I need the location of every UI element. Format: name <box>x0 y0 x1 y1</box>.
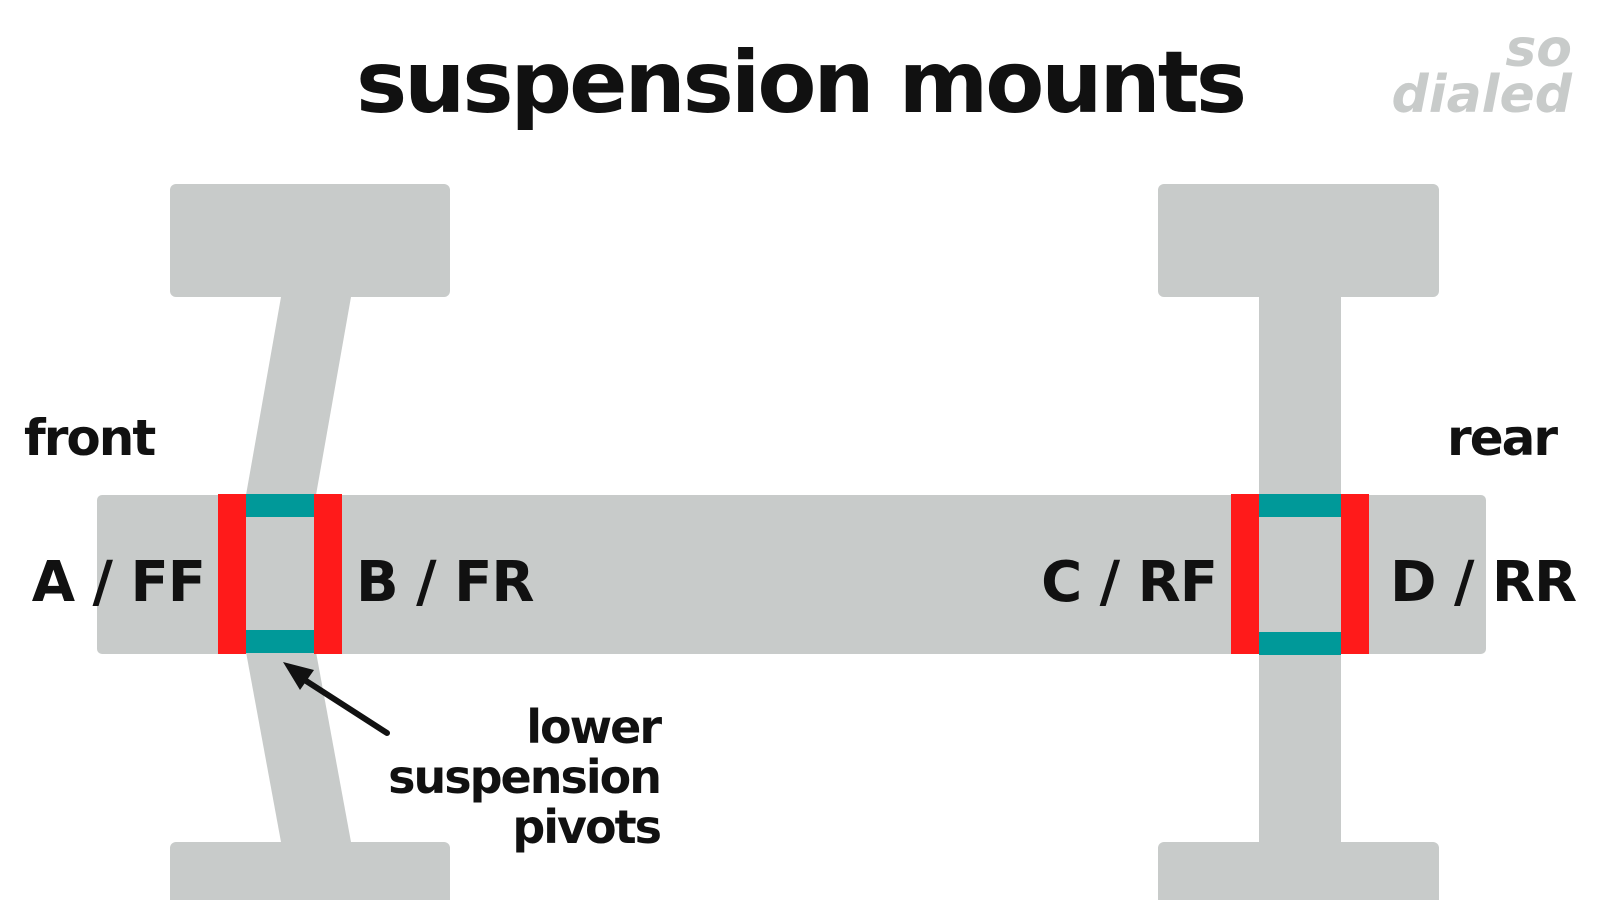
rear-mount <box>1231 494 1369 655</box>
rear-axle <box>1158 184 1439 900</box>
rear-upper-link <box>1259 297 1341 497</box>
callout-line-2: suspension <box>388 750 660 804</box>
callout-line-3: pivots <box>512 800 660 854</box>
rear-top-pad <box>1158 184 1439 297</box>
mount-c-bracket <box>1231 494 1259 654</box>
so-dialed-logo: so dialed <box>1392 19 1573 125</box>
rear-label: rear <box>1447 409 1558 467</box>
front-lower-link <box>246 652 351 842</box>
frame-beam <box>97 495 1486 654</box>
mount-d-label: D / RR <box>1390 550 1576 615</box>
callout-line-1: lower <box>526 700 662 754</box>
rear-pivot-top <box>1259 494 1341 517</box>
mount-a-label: A / FF <box>32 550 205 615</box>
callout-arrow <box>283 662 390 736</box>
rear-pivot-bottom <box>1259 632 1341 655</box>
mount-c-label: C / RF <box>1041 550 1217 615</box>
arrow-head <box>283 662 314 690</box>
mount-b-bracket <box>314 494 342 654</box>
rear-lower-link <box>1259 650 1341 842</box>
front-top-pad <box>170 184 450 297</box>
arrow-shaft <box>297 674 390 736</box>
front-label: front <box>24 409 155 467</box>
front-pivot-bottom <box>245 630 315 653</box>
front-bottom-pad <box>170 842 450 900</box>
front-pivot-top <box>245 494 315 517</box>
front-mount <box>218 494 342 654</box>
logo-line-1: so <box>1505 19 1572 79</box>
logo-line-2: dialed <box>1392 65 1573 125</box>
front-axle <box>170 184 450 900</box>
front-upper-link <box>246 297 351 495</box>
rear-bottom-pad <box>1158 842 1439 900</box>
mount-a-bracket <box>218 494 246 654</box>
page-title: suspension mounts <box>356 33 1244 133</box>
mount-b-label: B / FR <box>356 550 534 615</box>
mount-d-bracket <box>1341 494 1369 654</box>
